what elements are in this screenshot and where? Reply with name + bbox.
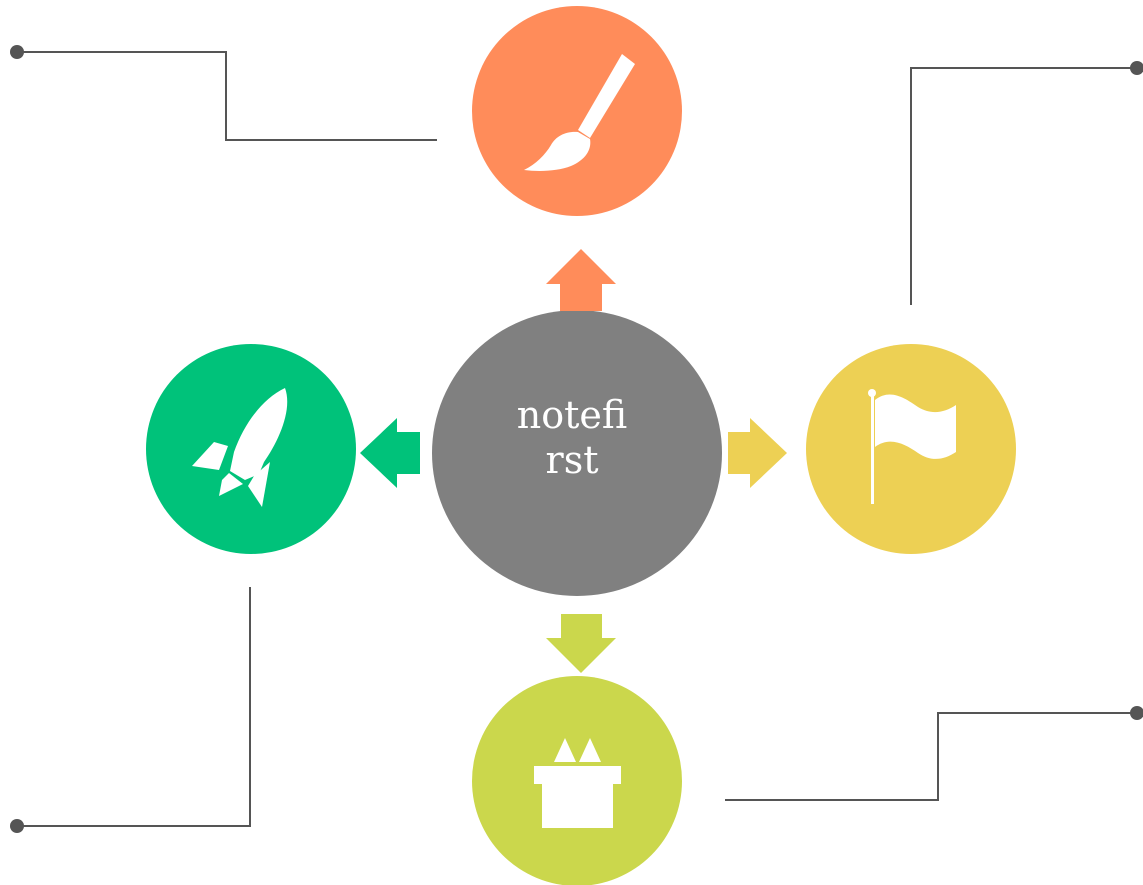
paintbrush-icon bbox=[524, 54, 635, 171]
arrow-up bbox=[546, 249, 616, 311]
node-top bbox=[472, 6, 682, 216]
arrow-down bbox=[546, 614, 616, 673]
node-right bbox=[806, 344, 1016, 554]
connector-top-right bbox=[910, 67, 1137, 305]
center-label-line-1: notefi bbox=[516, 393, 628, 437]
connector-dot-top-right bbox=[1130, 61, 1143, 75]
connector-bottom-left bbox=[17, 587, 251, 827]
gift-icon bbox=[534, 738, 621, 828]
rocket-icon bbox=[192, 388, 288, 507]
center-label-line-2: rst bbox=[545, 438, 599, 482]
connector-dot-bottom-left bbox=[10, 819, 24, 833]
connector-dot-bottom-right bbox=[1130, 706, 1143, 720]
center-label: notefi rst bbox=[487, 393, 657, 483]
connectors bbox=[17, 51, 1137, 827]
arrow-right bbox=[728, 418, 787, 488]
flag-icon bbox=[868, 389, 956, 504]
connector-dots bbox=[10, 45, 1143, 833]
connector-top-left bbox=[17, 51, 437, 141]
connector-dot-top-left bbox=[10, 45, 24, 59]
connector-bottom-right bbox=[725, 712, 1137, 801]
arrow-left bbox=[360, 418, 420, 488]
center-node bbox=[432, 310, 722, 596]
